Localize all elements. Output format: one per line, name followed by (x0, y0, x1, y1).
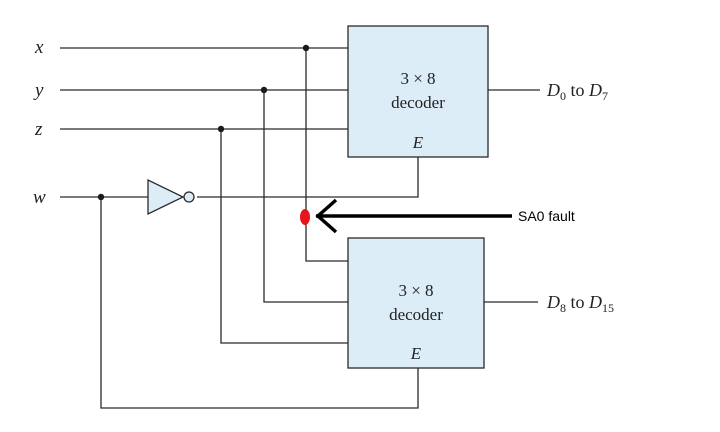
junction-x (302, 44, 310, 52)
input-label-x: x (34, 37, 44, 58)
decoder-bottom-output-label: D8 to D15 (546, 292, 614, 315)
wire-y-to-bottom-decoder (263, 90, 348, 303)
wire-inverter-to-top-enable (197, 157, 419, 198)
input-label-y: y (33, 80, 44, 101)
decoder-top-output-label: D0 to D7 (546, 80, 608, 103)
fault-label: SA0 fault (518, 208, 575, 224)
wire-x-to-bottom-decoder (305, 48, 348, 262)
decoder-bottom (347, 237, 485, 369)
junction-y (260, 86, 268, 94)
junction-z (217, 125, 225, 133)
decoder-top (347, 25, 489, 158)
input-label-z: z (34, 119, 43, 140)
decoder-top-name: decoder (391, 93, 445, 112)
fault-marker (300, 209, 310, 225)
junction-w (97, 193, 105, 201)
inverter-bubble (183, 191, 195, 203)
wire-z-to-bottom-decoder (220, 129, 348, 344)
decoder-bottom-enable-label: E (410, 344, 422, 363)
decoder-top-size: 3 × 8 (400, 69, 435, 88)
wire-w-to-bottom-enable (100, 197, 419, 409)
decoder-bottom-size: 3 × 8 (398, 281, 433, 300)
input-label-w: w (33, 187, 46, 208)
decoder-bottom-name: decoder (389, 305, 443, 324)
decoder-top-enable-label: E (412, 133, 424, 152)
inverter-gate (147, 178, 185, 216)
fault-arrow-head (315, 198, 338, 234)
